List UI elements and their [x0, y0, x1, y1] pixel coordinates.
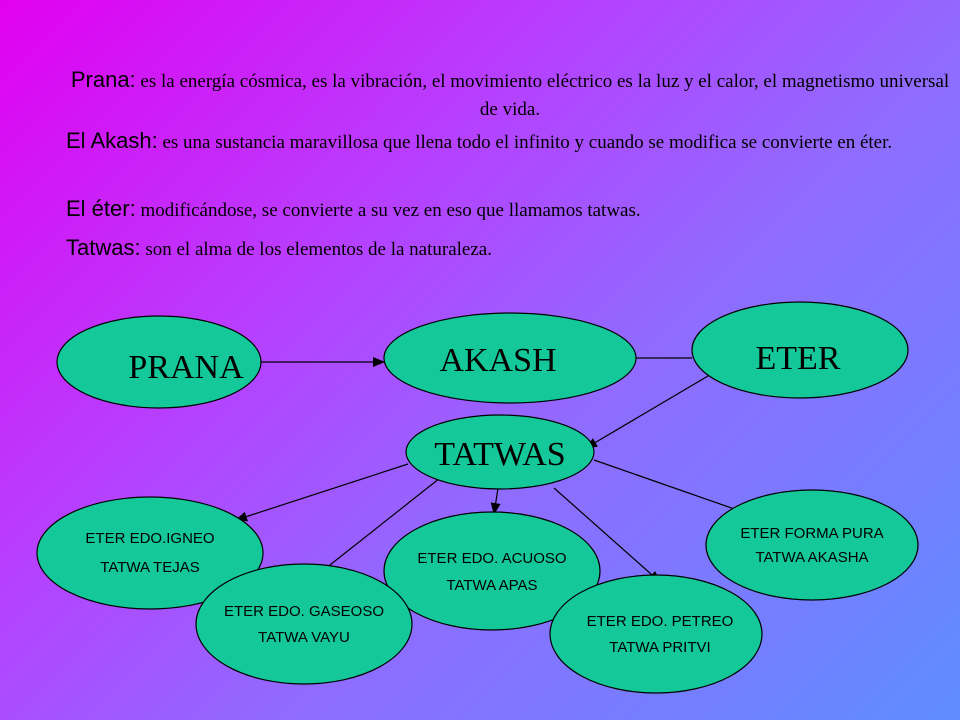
- node-eter-forma-pura-line2: TATWA AKASHA: [755, 549, 868, 566]
- arrow-tatwas-igneo: [235, 463, 409, 522]
- node-eter-gaseoso-line1: ETER EDO. GASEOSO: [224, 603, 384, 620]
- node-eter-petreo: ETER EDO. PETREO TATWA PRITVI: [549, 574, 763, 694]
- arrow-tatwas-acuoso: [490, 487, 501, 515]
- node-eter-label: ETER: [756, 340, 841, 377]
- node-eter-petreo-line1: ETER EDO. PETREO: [587, 613, 734, 630]
- node-eter-gaseoso: ETER EDO. GASEOSO TATWA VAYU: [195, 563, 413, 685]
- definition-akash-text: es una sustancia maravillosa que llena t…: [157, 132, 893, 153]
- node-eter-igneo-line2: TATWA TEJAS: [100, 559, 199, 576]
- node-eter-acuoso-line2: TATWA APAS: [446, 577, 537, 594]
- term-tatwas: Tatwas:: [66, 235, 141, 260]
- term-prana: Prana:: [70, 67, 136, 92]
- node-eter-acuoso: ETER EDO. ACUOSO TATWA APAS: [383, 511, 601, 631]
- arrow-tatwas-gaseoso: [315, 477, 441, 577]
- definition-akash: El Akash: es una sustancia maravillosa q…: [66, 125, 926, 157]
- node-eter: ETER: [691, 301, 909, 399]
- term-eter: El éter:: [66, 196, 136, 221]
- node-tatwas-label: TATWAS: [434, 436, 565, 473]
- node-akash-label: AKASH: [439, 342, 556, 379]
- node-eter-igneo: ETER EDO.IGNEO TATWA TEJAS: [36, 496, 264, 610]
- node-eter-petreo-line2: TATWA PRITVI: [609, 639, 710, 656]
- definition-prana-text: es la energía cósmica, es la vibración, …: [135, 71, 950, 120]
- node-prana-label: PRANA: [128, 349, 244, 386]
- arrow-tatwas-petreo: [553, 487, 661, 583]
- definition-prana: Prana: es la energía cósmica, es la vibr…: [60, 64, 960, 123]
- node-eter-forma-pura-line1: ETER FORMA PURA: [740, 525, 883, 542]
- node-eter-igneo-line1: ETER EDO.IGNEO: [85, 530, 214, 547]
- definition-eter-text: modificándose, se convierte a su vez en …: [135, 200, 641, 221]
- node-akash: AKASH: [383, 312, 637, 404]
- node-eter-gaseoso-line2: TATWA VAYU: [258, 629, 350, 646]
- term-akash: El Akash:: [66, 128, 158, 153]
- arrow-eter-tatwas: [585, 375, 709, 449]
- node-tatwas: TATWAS: [405, 414, 595, 490]
- definition-tatwas: Tatwas: son el alma de los elementos de …: [66, 232, 946, 264]
- node-prana: PRANA: [56, 315, 262, 409]
- node-eter-forma-pura: ETER FORMA PURA TATWA AKASHA: [705, 489, 919, 601]
- definition-eter: El éter: modificándose, se convierte a s…: [66, 193, 946, 225]
- node-eter-acuoso-line1: ETER EDO. ACUOSO: [417, 550, 566, 567]
- definition-tatwas-text: son el alma de los elementos de la natur…: [140, 239, 492, 260]
